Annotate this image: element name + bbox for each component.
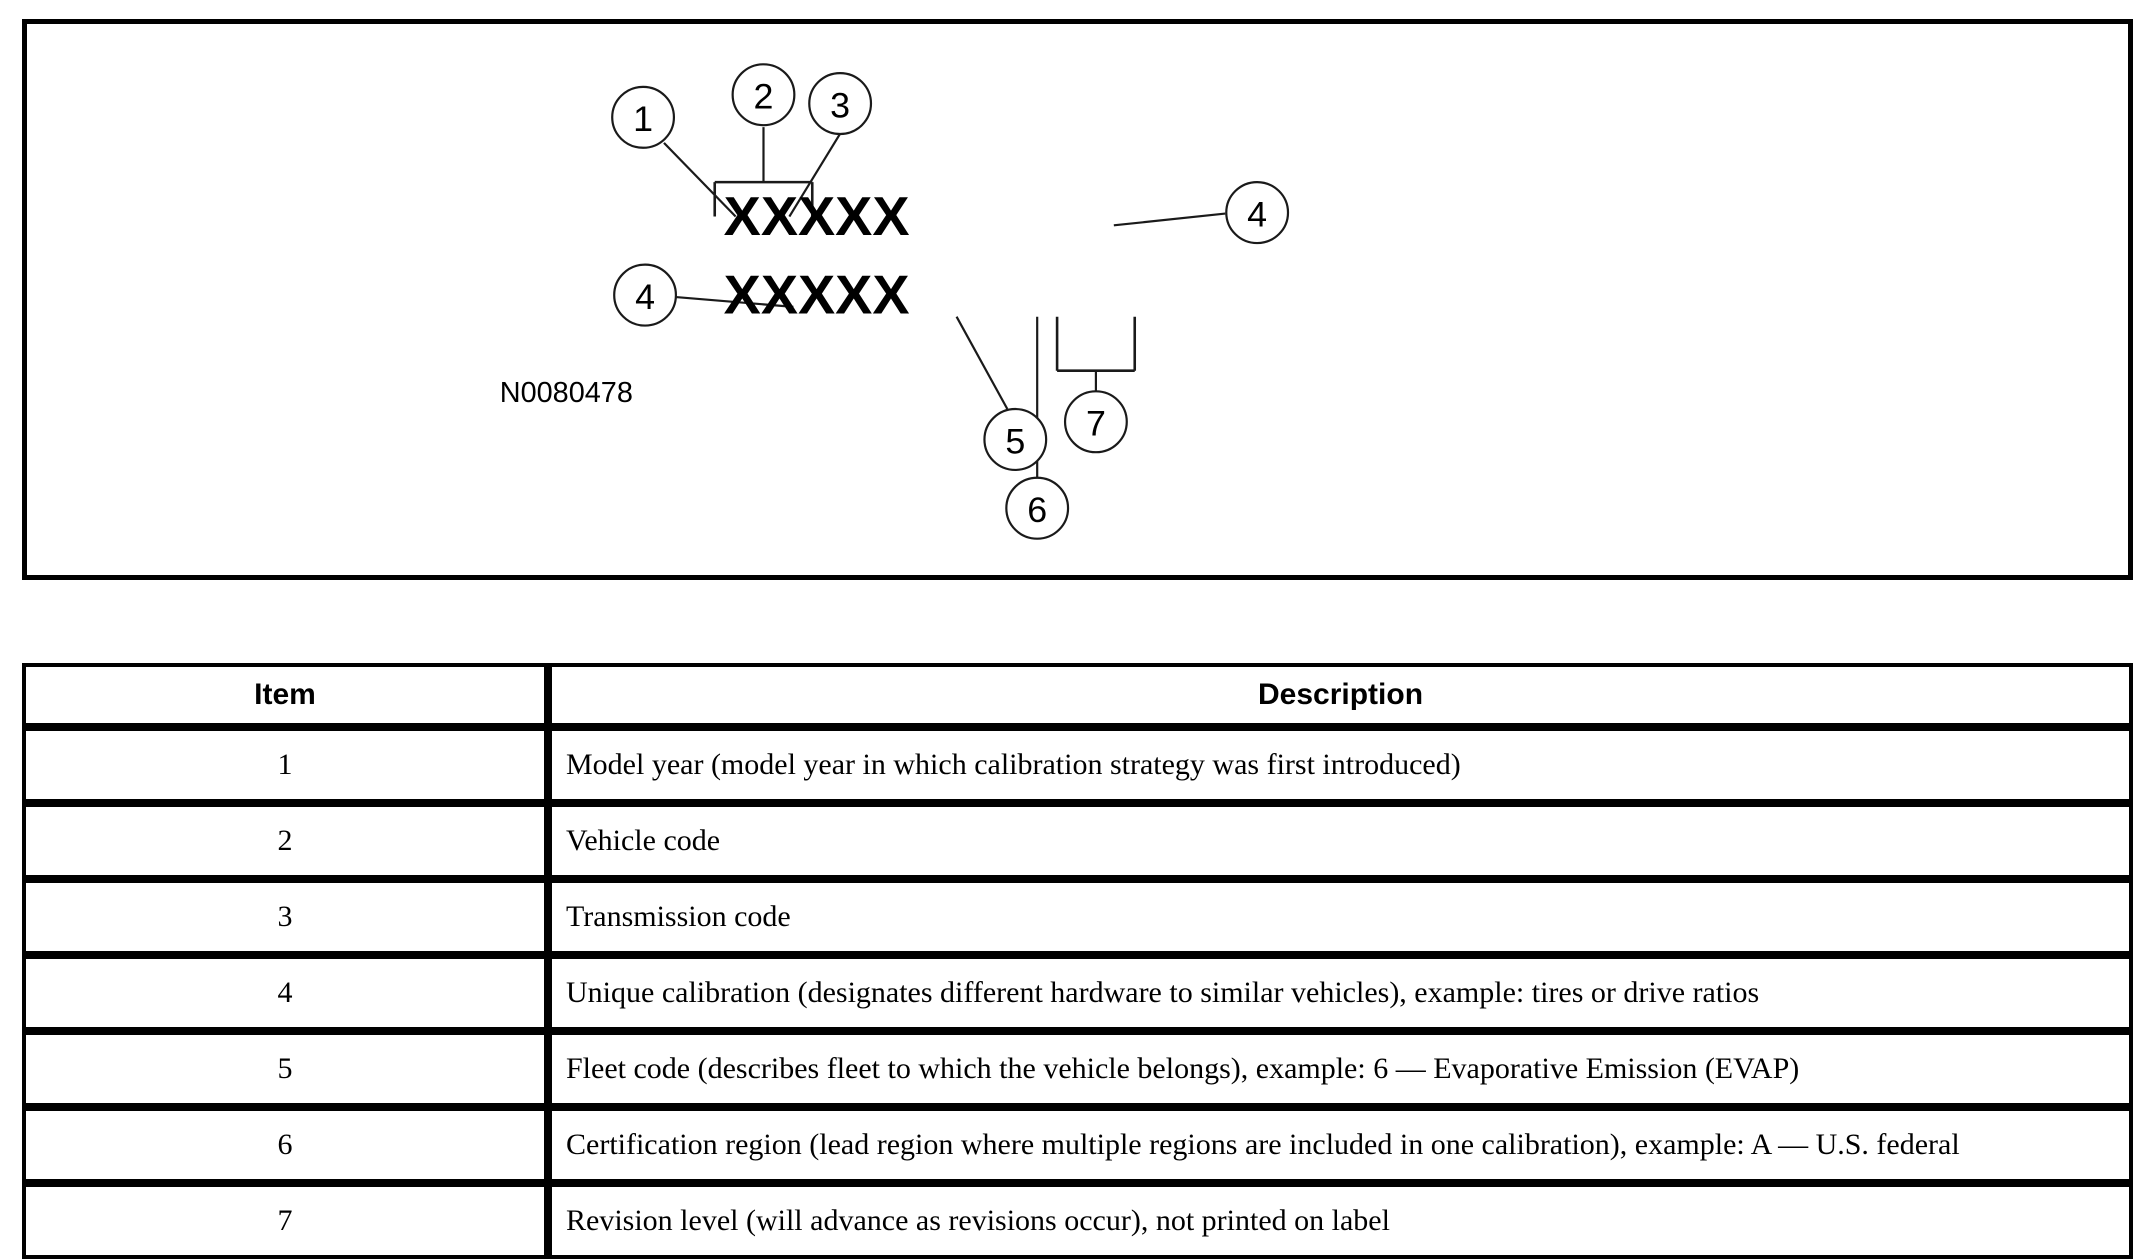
item-description: Model year (model year in which calibrat… [548,727,2133,803]
table-row: 3 Transmission code [22,879,2133,955]
bracket-lower [1055,316,1137,372]
table-row: 1 Model year (model year in which calibr… [22,727,2133,803]
callout-3: 3 [808,72,873,136]
table-row: 5 Fleet code (describes fleet to which t… [22,1031,2133,1107]
callout-5: 5 [983,407,1048,471]
svg-text:4: 4 [635,277,655,317]
svg-text:1: 1 [633,99,653,139]
svg-text:3: 3 [830,86,850,126]
bracket-upper [713,180,814,217]
item-number: 1 [22,727,548,803]
item-number: 7 [22,1183,548,1259]
table-row: 7 Revision level (will advance as revisi… [22,1183,2133,1259]
item-number: 4 [22,955,548,1031]
item-description: Revision level (will advance as revision… [548,1183,2133,1259]
table-row: 4 Unique calibration (designates differe… [22,955,2133,1031]
item-description: Unique calibration (designates different… [548,955,2133,1031]
callout-1: 1 [611,85,676,149]
svg-text:6: 6 [1027,490,1047,530]
column-header-item: Item [22,663,548,727]
calibration-label-diagram: XXXXX XXXXX 1 2 3 4 4 5 6 [500,63,1290,540]
leader-line-5 [955,316,1009,410]
item-number: 2 [22,803,548,879]
callout-4-upper: 4 [1225,181,1290,245]
table-row: 6 Certification region (lead region wher… [22,1107,2133,1183]
figure-id-label: N0080478 [500,377,633,409]
svg-text:2: 2 [754,77,774,117]
item-description: Certification region (lead region where … [548,1107,2133,1183]
callout-7: 7 [1063,390,1128,454]
table-header-row: Item Description [22,663,2133,727]
svg-text:4: 4 [1247,195,1267,235]
column-header-description: Description [548,663,2133,727]
svg-text:5: 5 [1005,422,1025,462]
figure-panel: XXXXX XXXXX 1 2 3 4 4 5 6 [22,19,2133,580]
item-number: 3 [22,879,548,955]
item-description: Transmission code [548,879,2133,955]
table-row: 2 Vehicle code [22,803,2133,879]
leader-line-4-lower [675,295,794,308]
code-row-lower: XXXXX [724,264,910,326]
leader-line-4-upper [1113,212,1226,227]
item-number: 5 [22,1031,548,1107]
svg-text:7: 7 [1086,404,1106,444]
item-number: 6 [22,1107,548,1183]
item-description-table: Item Description 1 Model year (model yea… [22,663,2133,1259]
callout-2: 2 [731,63,796,127]
leader-line-3 [788,131,843,218]
code-row-upper: XXXXX [724,185,910,247]
item-description: Fleet code (describes fleet to which the… [548,1031,2133,1107]
callout-6: 6 [1005,476,1070,540]
leader-line-1 [663,142,737,218]
callout-4-lower: 4 [613,263,678,327]
item-description: Vehicle code [548,803,2133,879]
